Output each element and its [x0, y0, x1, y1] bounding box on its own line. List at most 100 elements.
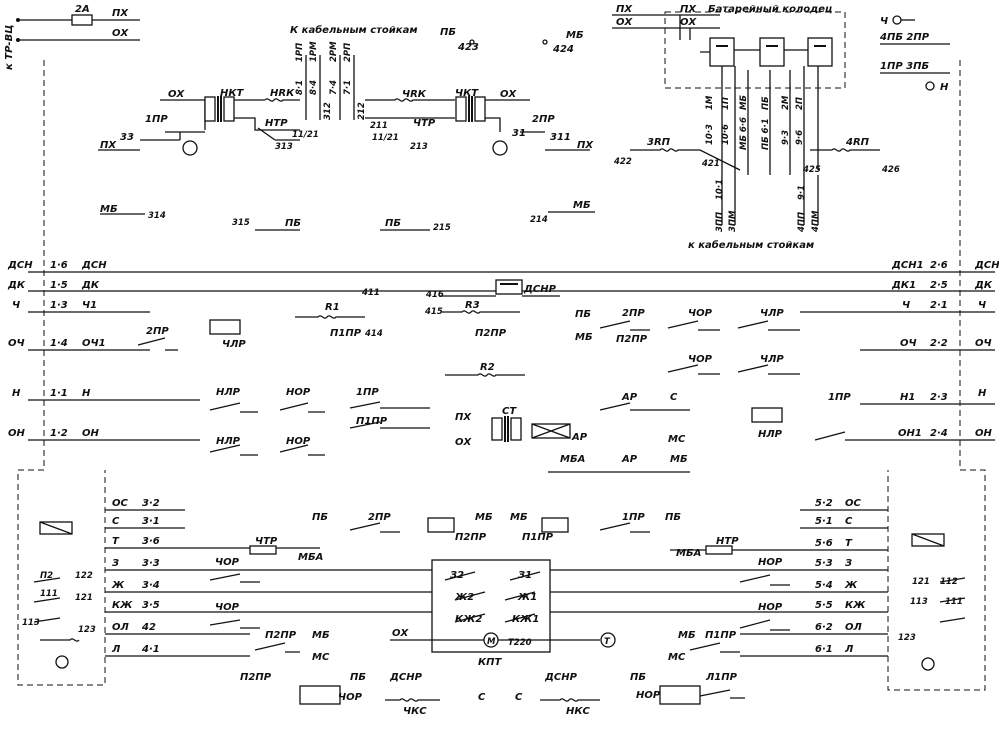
schematic-label: 1РМ: [309, 41, 319, 62]
schematic-label: 1·4: [50, 338, 68, 349]
schematic-label: З1: [518, 570, 532, 581]
schematic-label: Н: [978, 388, 987, 399]
label-mb: МБ: [566, 30, 584, 41]
schematic-label: П2ПР: [455, 532, 487, 543]
meter-t: [600, 632, 616, 648]
schematic-label: 9·1: [797, 185, 807, 200]
schematic-label: НОР: [286, 436, 311, 447]
schematic-label: ЧЛР: [760, 354, 784, 365]
schematic-label: ЧТР: [255, 536, 278, 547]
schematic-label: С: [478, 692, 486, 703]
schematic-label: МБ: [573, 200, 591, 211]
schematic-label: 2·4: [930, 428, 948, 439]
schematic-label: МБ: [678, 630, 696, 641]
schematic-label: ДСН1: [891, 260, 924, 271]
schematic-label: 6·2: [815, 622, 833, 633]
schematic-label: ДСНР: [523, 284, 557, 295]
schematic-label: Ч1: [82, 300, 97, 311]
schematic-label: 2ПР: [622, 308, 645, 319]
schematic-label: 411: [361, 288, 380, 298]
schematic-label: 214: [530, 215, 548, 225]
battery-cell-2: [759, 37, 785, 67]
schematic-label: 4ПП: [797, 212, 807, 233]
label-424: 424: [552, 44, 574, 55]
schematic-label: С: [845, 516, 853, 527]
schematic-wire: [531, 423, 571, 439]
resistor-4rp: [810, 148, 880, 152]
schematic-label: ПБ: [630, 672, 646, 683]
signal-lamp-2: [492, 140, 508, 156]
schematic-label: НОР: [636, 690, 661, 701]
schematic-wire: [689, 642, 740, 653]
label-fuse: 2А: [75, 4, 90, 15]
schematic-label: ЧЛР: [760, 308, 784, 319]
schematic-wire: [349, 401, 430, 409]
schematic-label: 312: [323, 102, 333, 120]
schematic-label: ОЛ: [112, 622, 130, 633]
kpt-block: [431, 559, 551, 653]
signal-lamp-1: [182, 140, 198, 156]
schematic-label: М: [487, 637, 496, 647]
schematic-label: 426: [881, 165, 900, 175]
schematic-wire: [739, 619, 790, 631]
schematic-label: ОЧ1: [82, 338, 106, 349]
schematic-label: ЧКС: [403, 706, 427, 717]
schematic-wire: [737, 320, 800, 331]
schematic-label: 10·1: [715, 179, 725, 200]
schematic-label: Ж: [111, 580, 125, 591]
label-px-right: ПХ: [577, 140, 594, 151]
schematic-label: 315: [232, 218, 250, 228]
schematic-wire: [491, 417, 503, 441]
schematic-label: П2ПР: [265, 630, 297, 641]
schematic-wire: [599, 522, 650, 533]
schematic-label: 5·4: [815, 580, 833, 591]
schematic-label: ДК: [974, 280, 993, 291]
schematic-label: 2РМ: [329, 41, 339, 62]
schematic-label: ДК: [7, 280, 26, 291]
schematic-label: 4ПБ 2ПР: [879, 32, 930, 43]
transformer-coil: [455, 96, 467, 122]
schematic-label: 1ПР: [356, 387, 379, 398]
boundary-dashed: [17, 60, 986, 691]
schematic-label: 2РП: [343, 43, 353, 62]
schematic-label: Т: [845, 538, 853, 549]
battery-links: [700, 49, 808, 53]
schematic-label: ОН: [975, 428, 993, 439]
schematic-label: 3·3: [142, 558, 160, 569]
schematic-wire: [911, 533, 945, 547]
label-nkt: НКТ: [220, 88, 245, 99]
schematic-label: С: [670, 392, 678, 403]
schematic-label: ПБ: [350, 672, 366, 683]
schematic-label: 122: [75, 571, 93, 581]
schematic-wire: [444, 571, 541, 623]
schematic-wire: [209, 402, 258, 413]
schematic-label: 7·1: [343, 80, 353, 95]
schematic-wire: [599, 320, 650, 331]
terminal-n: [925, 81, 935, 91]
schematic-wire: [599, 402, 690, 411]
schematic-label: ПБ 6·1: [761, 118, 771, 150]
schematic-wire: [279, 402, 325, 413]
schematic-label: 2·3: [930, 392, 948, 403]
left-switch-contacts: [33, 577, 61, 623]
relay-bottom-left: [299, 685, 341, 705]
schematic-wire: [504, 416, 509, 442]
label-1pr: 1ПР: [145, 114, 168, 125]
schematic-label: 422: [613, 157, 632, 167]
relay-p2pr: [427, 517, 455, 533]
schematic-label: ОХ: [616, 17, 634, 28]
schematic-label: 113: [22, 618, 40, 628]
label-cable-stands-bottom: к кабельным стойкам: [688, 239, 814, 251]
schematic-label: 3·5: [142, 600, 160, 611]
schematic-label: П1ПР: [522, 532, 554, 543]
schematic-label: П2: [40, 571, 53, 581]
label-11-21-r: 11/21: [372, 133, 399, 143]
transformer-core: [468, 96, 473, 122]
right-switch-contacts: [939, 577, 966, 623]
schematic-label: 4·1: [141, 644, 160, 655]
schematic-label: ПБ: [665, 512, 681, 523]
schematic-wire: [699, 689, 745, 699]
label-chtr: ЧТР: [413, 118, 436, 129]
schematic-label: 123: [898, 633, 916, 643]
schematic-label: 3·1: [142, 516, 160, 527]
